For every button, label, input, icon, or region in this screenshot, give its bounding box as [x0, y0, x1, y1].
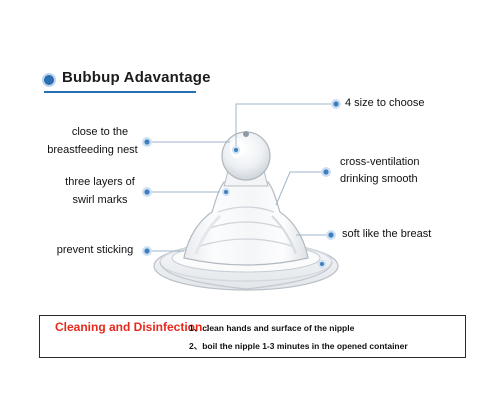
callout-dot-icon-tip	[232, 146, 240, 154]
feature-ventilation-line2: drinking smooth	[340, 173, 418, 185]
callout-dot-icon-body	[222, 188, 230, 196]
page-title: Bubbup Adavantage	[62, 69, 211, 86]
header-bullet-icon	[44, 75, 54, 85]
callout-dot-icon-flange	[318, 260, 326, 268]
callout-dot-icon-size	[331, 99, 341, 109]
feature-close-line2: breastfeeding nest	[47, 144, 138, 156]
callout-dot-icon-soft	[326, 230, 336, 240]
callout-dot-icon-sticking	[142, 246, 152, 256]
callout-dot-icon-swirl	[142, 187, 152, 197]
nipple-swirl-body	[183, 181, 309, 266]
cleaning-instructions-box	[39, 315, 466, 358]
feature-close-line1: close to the	[71, 126, 129, 138]
cleaning-step-2: 2、boil the nipple 1-3 minutes in the ope…	[189, 341, 408, 351]
callout-dot-icon-ventilation	[321, 167, 331, 177]
title-underline	[44, 91, 196, 93]
nipple-tip	[221, 131, 271, 181]
feature-swirl-line2: swirl marks	[72, 194, 128, 206]
feature-size-label: 4 size to choose	[345, 97, 425, 109]
cleaning-step-1: 1、clean hands and surface of the nipple	[189, 323, 355, 333]
feature-swirl-line1: three layers of	[65, 176, 135, 188]
callout-markers	[142, 99, 341, 268]
feature-ventilation-line1: cross-ventilation	[340, 156, 420, 168]
callout-lines	[147, 103, 336, 252]
feature-soft-label: soft like the breast	[342, 228, 432, 240]
cleaning-title: Cleaning and Disinfection :	[55, 320, 210, 334]
callout-dot-icon-close	[142, 137, 152, 147]
feature-sticking-label: prevent sticking	[56, 244, 134, 256]
